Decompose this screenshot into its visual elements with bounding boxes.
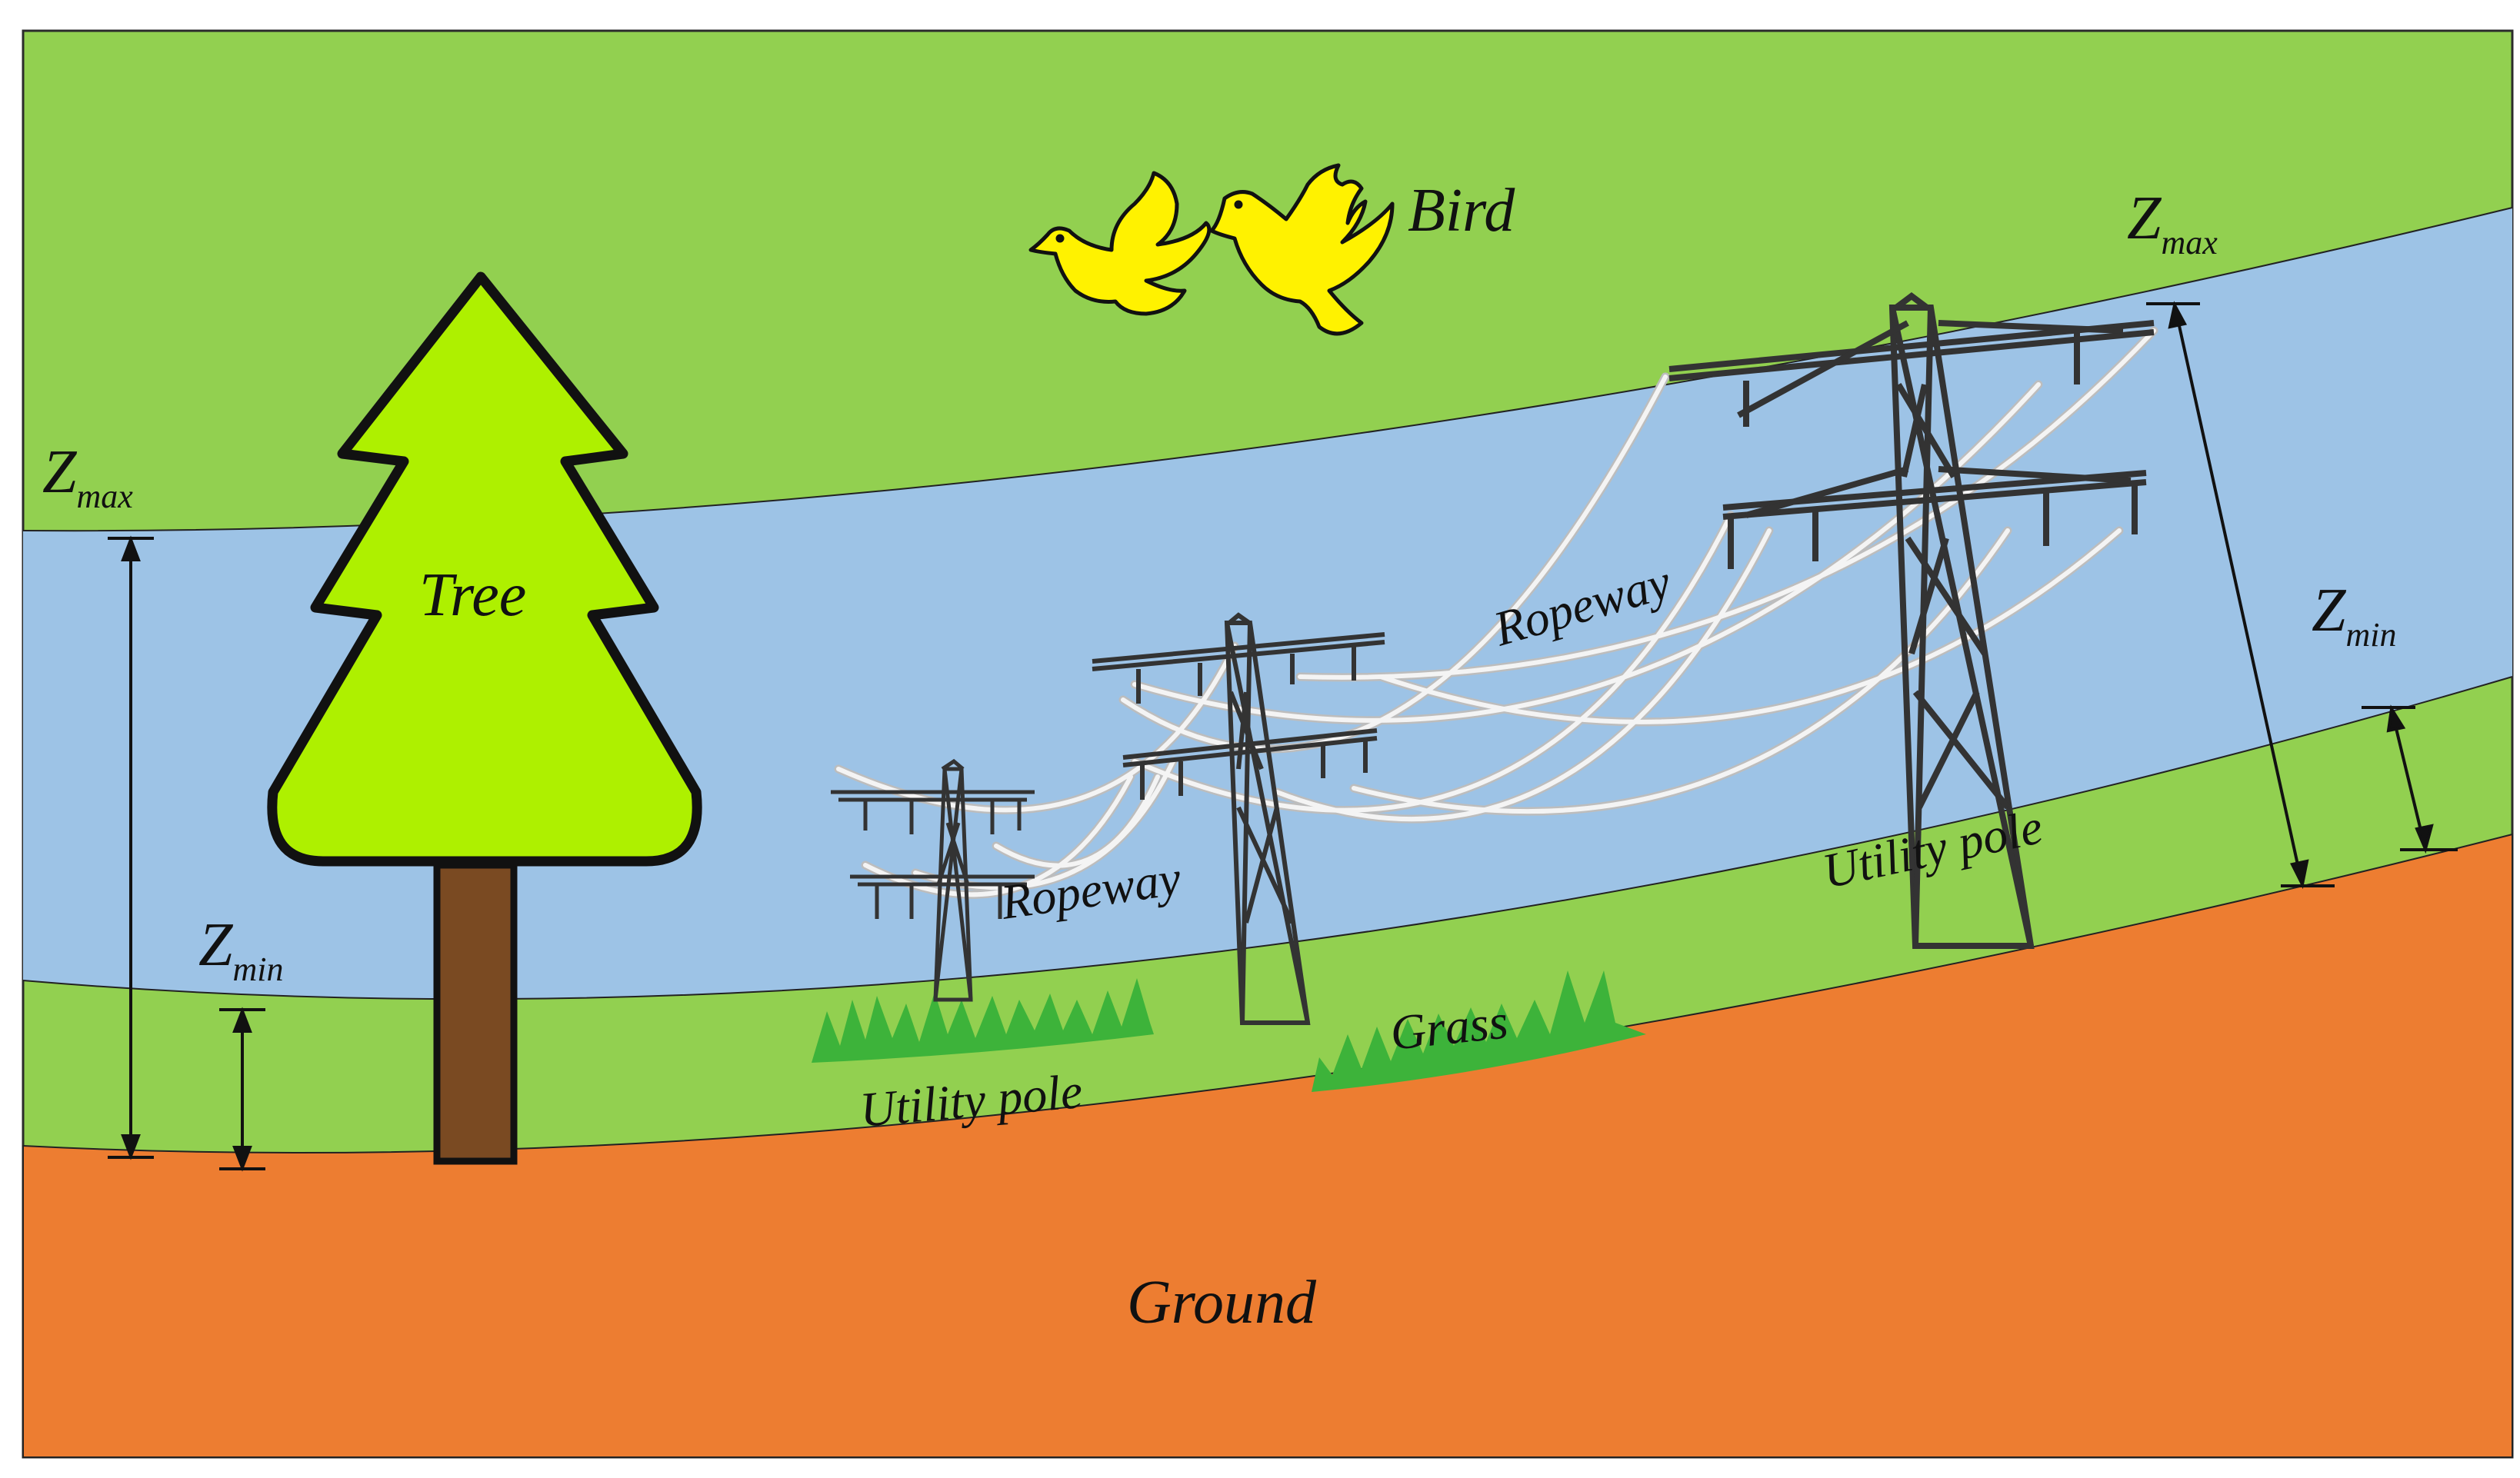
zmax-label-right: Zmax — [2127, 185, 2218, 261]
ground-label: Ground — [1127, 1269, 1317, 1337]
left-zmin-arrow — [219, 1007, 265, 1172]
utility-pole-large — [1668, 292, 2155, 949]
tree — [267, 271, 702, 1165]
zmax-label-left: Zmax — [42, 438, 133, 515]
tree-crown — [267, 271, 702, 867]
right-zmax-arrow — [2146, 301, 2335, 890]
bird-left — [1028, 171, 1212, 316]
bird-right — [1209, 163, 1395, 336]
grass-patch-left — [812, 978, 1154, 1063]
tree-trunk — [433, 861, 518, 1165]
tree-label: Tree — [419, 561, 526, 629]
utility-pole-medium — [1092, 612, 1385, 1025]
grass-label: Grass — [1388, 994, 1511, 1060]
ground-area — [22, 833, 2513, 1458]
band-bottom-line — [22, 676, 2513, 1000]
zmin-label-left: Zmin — [198, 911, 284, 988]
zmin-label-right: Zmin — [2312, 577, 2397, 654]
grass-patch-right — [1312, 970, 1646, 1092]
utility-pole-small — [831, 758, 1035, 1002]
left-zmax-arrow — [108, 535, 154, 1160]
bird-label: Bird — [1408, 177, 1515, 245]
right-zmin-arrow — [2362, 704, 2458, 854]
